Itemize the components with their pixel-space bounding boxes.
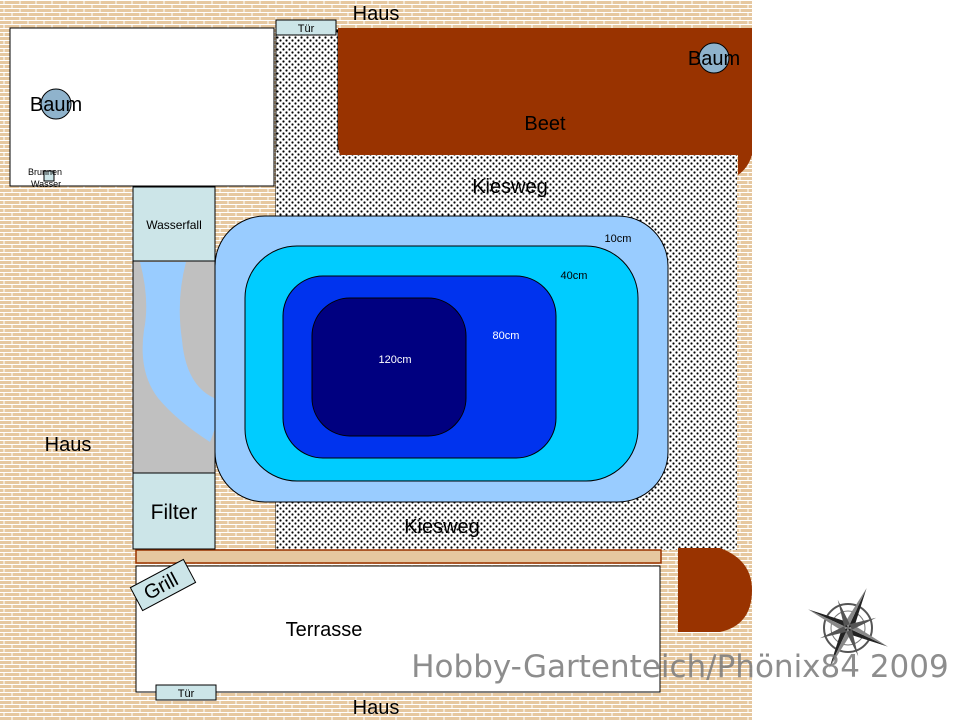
label-depth-40cm: 40cm: [561, 270, 588, 282]
filter-box: [132, 472, 216, 550]
stream: [140, 262, 222, 442]
label-kiesweg-top: Kiesweg: [472, 176, 548, 198]
label-tree-left: Baum: [30, 94, 82, 116]
label-tree-right: Baum: [688, 48, 740, 70]
label-terrasse: Terrasse: [286, 619, 363, 641]
flower-bed-bottom: [678, 548, 752, 632]
label-wasserfall: Wasserfall: [146, 218, 202, 232]
label-brunnen: Brunnen: [28, 167, 62, 177]
compass-rose-icon: [808, 588, 888, 668]
terrace-area: [135, 565, 661, 693]
tree-icon: [40, 88, 72, 120]
well-icon: [43, 170, 55, 182]
label-depth-80cm: 80cm: [493, 330, 520, 342]
label-kiesweg-bottom: Kiesweg: [404, 516, 480, 538]
label-depth-10cm: 10cm: [605, 233, 632, 245]
watermark: Hobby-Gartenteich/Phönix84 2009: [411, 649, 948, 685]
label-beet: Beet: [524, 113, 566, 135]
flower-bed: [338, 28, 752, 175]
label-door-top: Tür: [298, 23, 315, 35]
label-haus-top: Haus: [353, 3, 400, 25]
label-wasser: Wasser: [31, 179, 61, 189]
grill: [129, 558, 197, 612]
door-bottom: [155, 684, 217, 701]
label-haus-bottom: Haus: [353, 697, 400, 719]
label-haus-left: Haus: [45, 434, 92, 456]
door-top: [275, 19, 337, 36]
label-door-bottom: Tür: [178, 688, 195, 700]
waterfall-box: [132, 186, 216, 262]
stone-strip: [135, 549, 662, 564]
tree-icon: [698, 42, 730, 74]
pond-zone-120cm: [311, 297, 467, 437]
label-depth-120cm: 120cm: [378, 354, 411, 366]
label-filter: Filter: [151, 501, 198, 524]
